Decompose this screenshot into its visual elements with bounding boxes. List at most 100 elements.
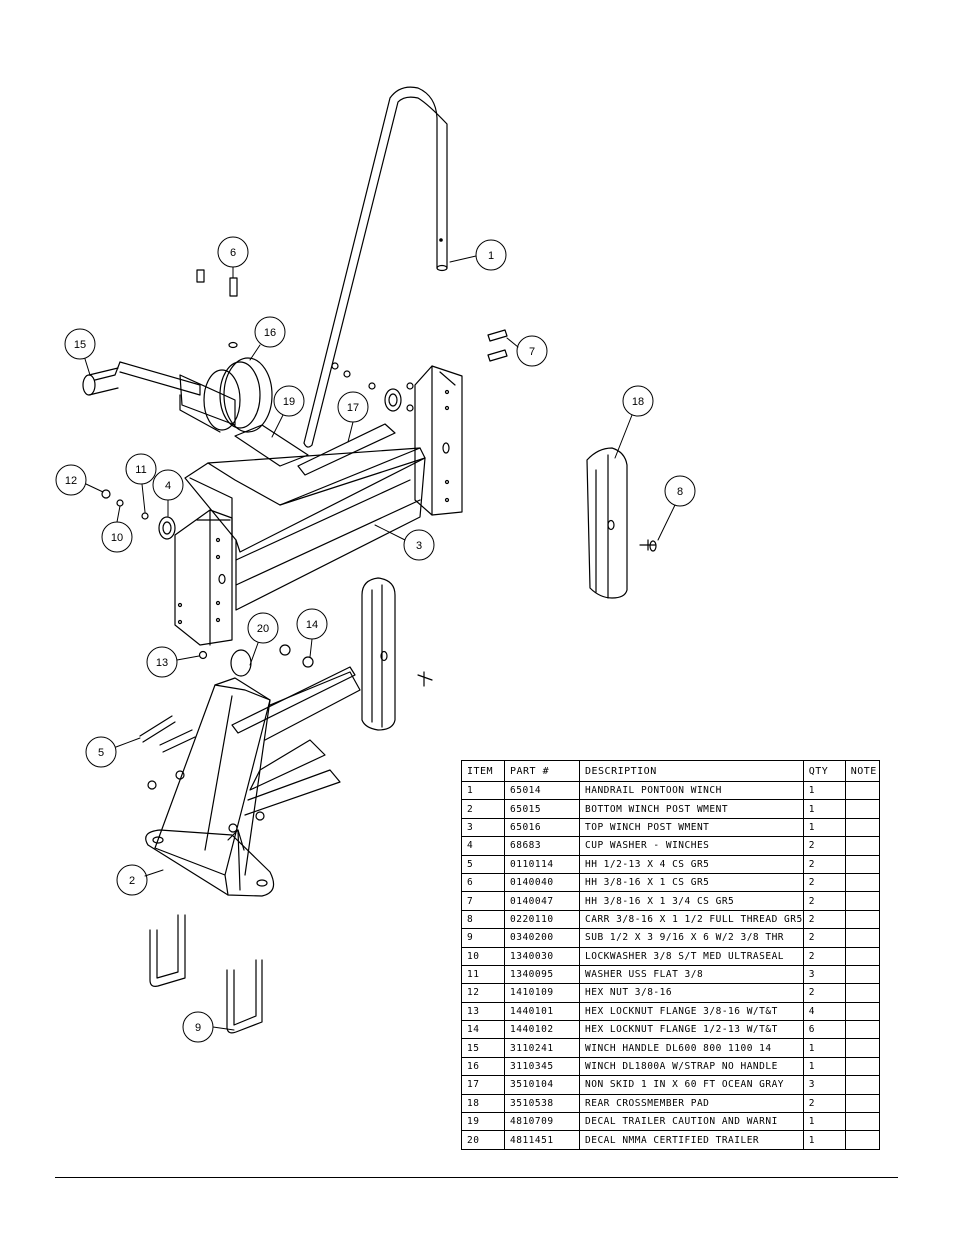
- bom-cell-item: 17: [461, 1075, 505, 1095]
- bom-cell-item: 13: [461, 1001, 505, 1022]
- bom-cell-description: DECAL NMMA CERTIFIED TRAILER: [579, 1130, 804, 1150]
- bom-cell-item: 7: [461, 891, 505, 911]
- bom-cell-note: [844, 836, 880, 856]
- bom-cell-note: [844, 1020, 880, 1040]
- bom-cell-note: [844, 891, 880, 911]
- bom-cell-item: 16: [461, 1056, 505, 1077]
- bom-cell-part: 0340200: [504, 928, 580, 948]
- bom-cell-qty: 1: [802, 817, 846, 838]
- bom-cell-item: 4: [461, 836, 505, 856]
- callout-19: 19: [271, 385, 305, 438]
- svg-text:5: 5: [98, 747, 104, 759]
- bom-cell-item: 11: [461, 964, 505, 985]
- bom-cell-description: SUB 1/2 X 3 9/16 X 6 W/2 3/8 THR: [579, 928, 804, 948]
- bom-cell-description: HEX NUT 3/8-16: [579, 983, 804, 1003]
- bom-cell-note: [844, 1075, 880, 1095]
- bom-cell-note: [844, 1056, 880, 1077]
- svg-text:4: 4: [165, 480, 171, 492]
- bom-cell-qty: 1: [802, 780, 846, 801]
- bom-cell-note: [844, 1093, 880, 1114]
- bom-cell-description: HH 3/8-16 X 1 3/4 CS GR5: [579, 891, 804, 911]
- bom-cell-part: 3110241: [504, 1038, 580, 1058]
- bom-cell-description: WINCH HANDLE DL600 800 1100 14: [579, 1038, 804, 1058]
- bom-cell-description: WASHER USS FLAT 3/8: [579, 964, 804, 985]
- callout-12: 12: [55, 464, 104, 496]
- bom-cell-item: 14: [461, 1020, 505, 1040]
- bom-cell-qty: 3: [802, 1075, 846, 1095]
- bom-cell-description: WINCH DL1800A W/STRAP NO HANDLE: [579, 1056, 804, 1077]
- bom-cell-note: [844, 817, 880, 838]
- bom-cell-item: 10: [461, 946, 505, 966]
- callouts: 1 2 3 4 5 6 7 8 9 10 11 12 13 14 15 16 1…: [55, 236, 696, 1043]
- bom-cell-qty: 2: [802, 854, 846, 874]
- callout-11: 11: [125, 453, 157, 513]
- bom-cell-qty: 2: [802, 946, 846, 966]
- bom-cell-qty: 6: [802, 1020, 846, 1040]
- bom-cell-description: CUP WASHER - WINCHES: [579, 836, 804, 856]
- bom-cell-qty: 1: [802, 1038, 846, 1058]
- bom-cell-note: [844, 1112, 880, 1132]
- bom-header-row: ITEM PART # DESCRIPTION QTY NOTE: [461, 760, 880, 782]
- bom-cell-note: [844, 928, 880, 948]
- bom-cell-part: 1440101: [504, 1001, 580, 1022]
- svg-text:15: 15: [74, 339, 86, 351]
- svg-text:14: 14: [306, 619, 318, 631]
- top-winch-post: [174, 365, 463, 646]
- svg-text:9: 9: [195, 1022, 201, 1034]
- bom-cell-qty: 2: [802, 836, 846, 856]
- bom-cell-note: [844, 1038, 880, 1058]
- bom-cell-part: 1410109: [504, 983, 580, 1003]
- svg-text:12: 12: [65, 475, 77, 487]
- svg-text:8: 8: [677, 486, 683, 498]
- bom-cell-note: [844, 872, 880, 893]
- bom-cell-description: NON SKID 1 IN X 60 FT OCEAN GRAY: [579, 1075, 804, 1095]
- callout-16: 16: [249, 316, 286, 361]
- bom-cell-item: 8: [461, 909, 505, 930]
- callout-17: 17: [337, 391, 369, 443]
- bom-cell-part: 3510104: [504, 1075, 580, 1095]
- callout-15: 15: [64, 328, 96, 376]
- bom-cell-qty: 2: [802, 1093, 846, 1114]
- bom-cell-item: 1: [461, 780, 505, 801]
- bom-cell-part: 4811451: [504, 1130, 580, 1150]
- svg-text:1: 1: [488, 250, 494, 262]
- svg-text:2: 2: [129, 875, 135, 887]
- bom-cell-item: 2: [461, 799, 505, 819]
- hardware: [101, 269, 657, 833]
- svg-text:18: 18: [632, 396, 644, 408]
- callout-9: 9: [182, 1011, 235, 1043]
- bom-cell-item: 9: [461, 928, 505, 948]
- handrail: [303, 86, 448, 448]
- bom-cell-part: 65016: [504, 817, 580, 838]
- callout-7: 7: [506, 335, 548, 367]
- svg-text:16: 16: [264, 327, 276, 339]
- bom-cell-part: 68683: [504, 836, 580, 856]
- svg-text:6: 6: [230, 247, 236, 259]
- bom-cell-note: [844, 964, 880, 985]
- bom-header-description: DESCRIPTION: [579, 760, 804, 782]
- bom-cell-item: 5: [461, 854, 505, 874]
- bom-cell-qty: 2: [802, 872, 846, 893]
- bom-header-item: ITEM: [461, 760, 505, 782]
- bom-cell-note: [844, 1130, 880, 1150]
- bom-cell-description: BOTTOM WINCH POST WMENT: [579, 799, 804, 819]
- bom-cell-qty: 4: [802, 1001, 846, 1022]
- bom-cell-item: 3: [461, 817, 505, 838]
- bottom-winch-post: [145, 671, 361, 897]
- svg-text:3: 3: [416, 540, 422, 552]
- callout-5: 5: [85, 736, 141, 768]
- bom-cell-part: 0140040: [504, 872, 580, 893]
- bom-cell-description: HH 3/8-16 X 1 CS GR5: [579, 872, 804, 893]
- bom-cell-description: HANDRAIL PONTOON WINCH: [579, 780, 804, 801]
- svg-text:20: 20: [257, 623, 269, 635]
- bom-cell-description: TOP WINCH POST WMENT: [579, 817, 804, 838]
